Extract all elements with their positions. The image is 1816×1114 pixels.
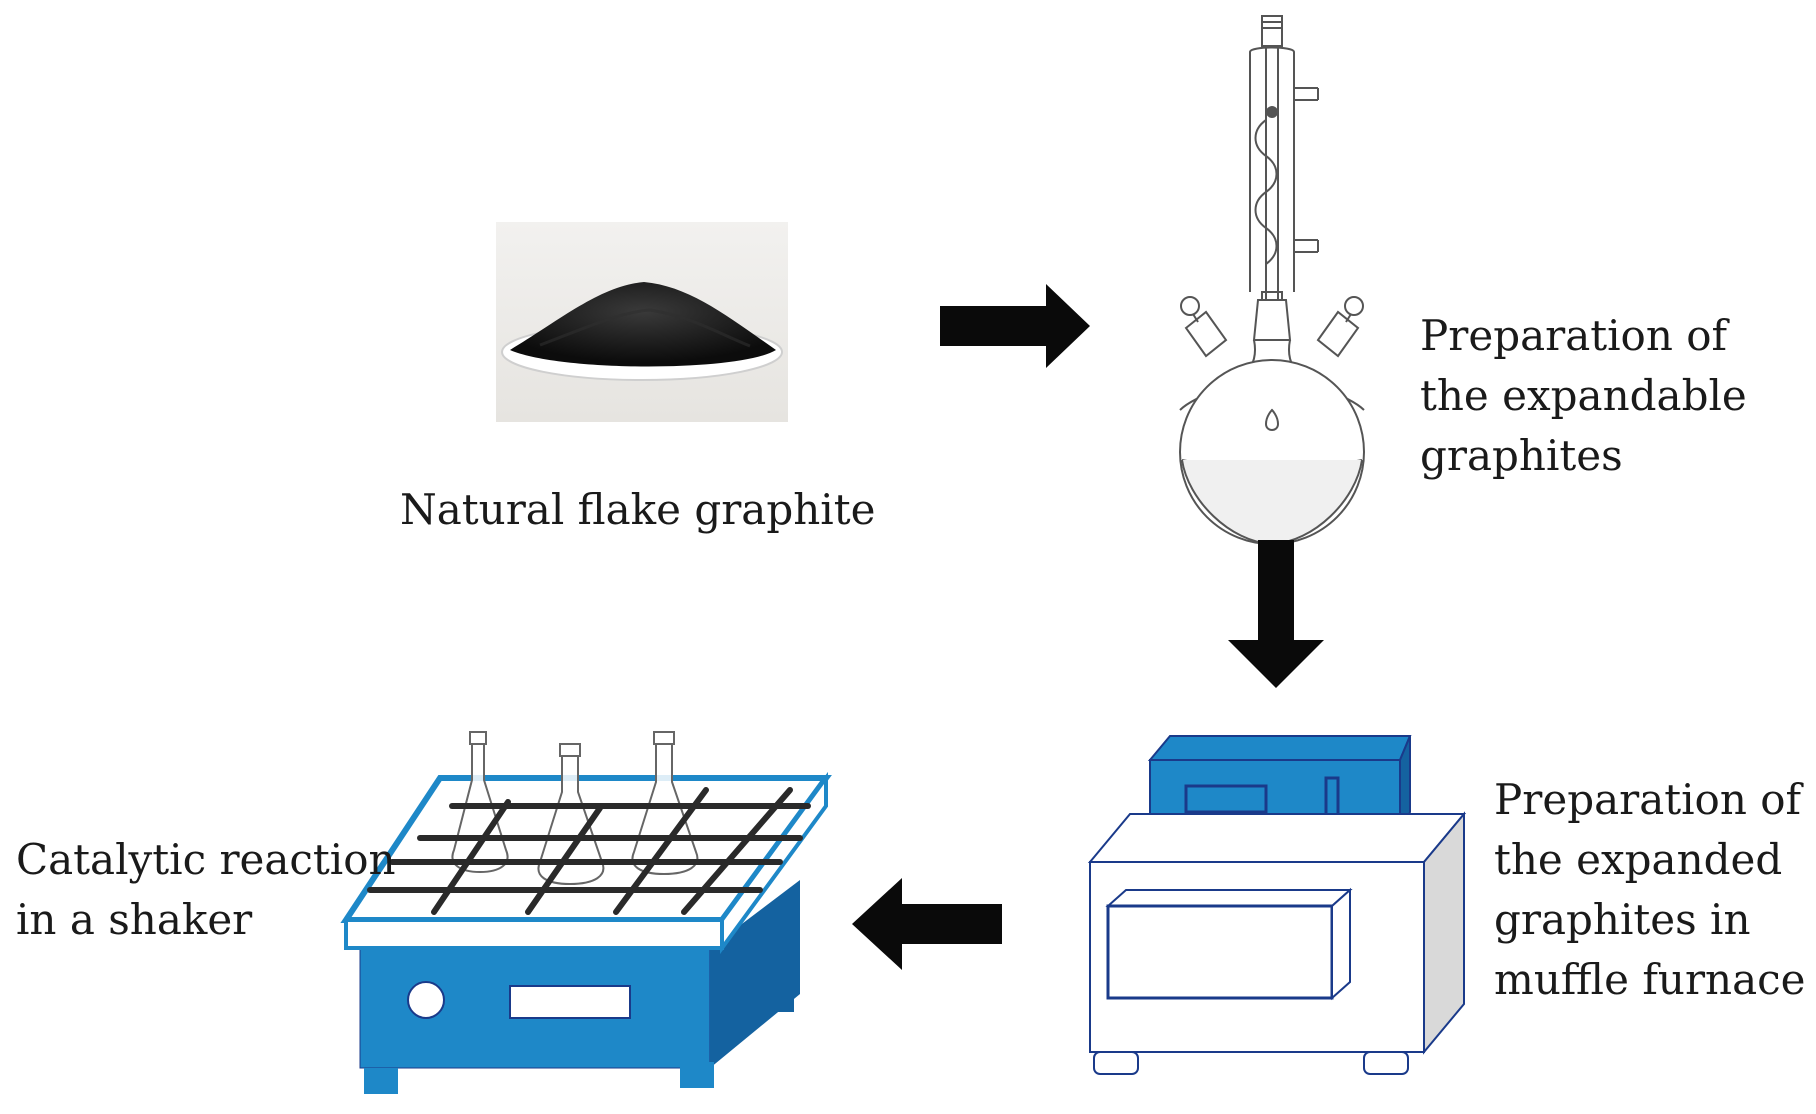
muffle-furnace-icon <box>1087 735 1467 1075</box>
arrow-down <box>1228 540 1324 688</box>
arrow-right <box>940 284 1090 368</box>
shaker-icon <box>340 731 832 1094</box>
expanded-line-3: graphites in <box>1494 895 1751 944</box>
expandable-line-3: graphites <box>1420 431 1623 480</box>
catalytic-line-1: Catalytic reaction <box>16 835 396 884</box>
catalytic-line-2: in a shaker <box>16 895 253 944</box>
expanded-line-1: Preparation of <box>1494 775 1802 824</box>
natural-flake-graphite-label: Natural flake graphite <box>400 480 875 540</box>
expanded-line-2: the expanded <box>1494 835 1783 884</box>
catalytic-reaction-label: Catalytic reaction in a shaker <box>16 830 396 950</box>
expanded-graphites-label: Preparation of the expanded graphites in… <box>1494 770 1806 1010</box>
arrow-left <box>852 878 1002 970</box>
three-neck-flask-icon <box>1179 15 1365 546</box>
expanded-line-4: muffle furnace <box>1494 955 1806 1004</box>
expandable-line-1: Preparation of <box>1420 311 1728 360</box>
expandable-graphites-label: Preparation of the expandable graphites <box>1420 306 1747 486</box>
expandable-line-2: the expandable <box>1420 371 1747 420</box>
graphite-photo-icon <box>496 222 788 422</box>
natural-flake-text: Natural flake graphite <box>400 485 876 534</box>
